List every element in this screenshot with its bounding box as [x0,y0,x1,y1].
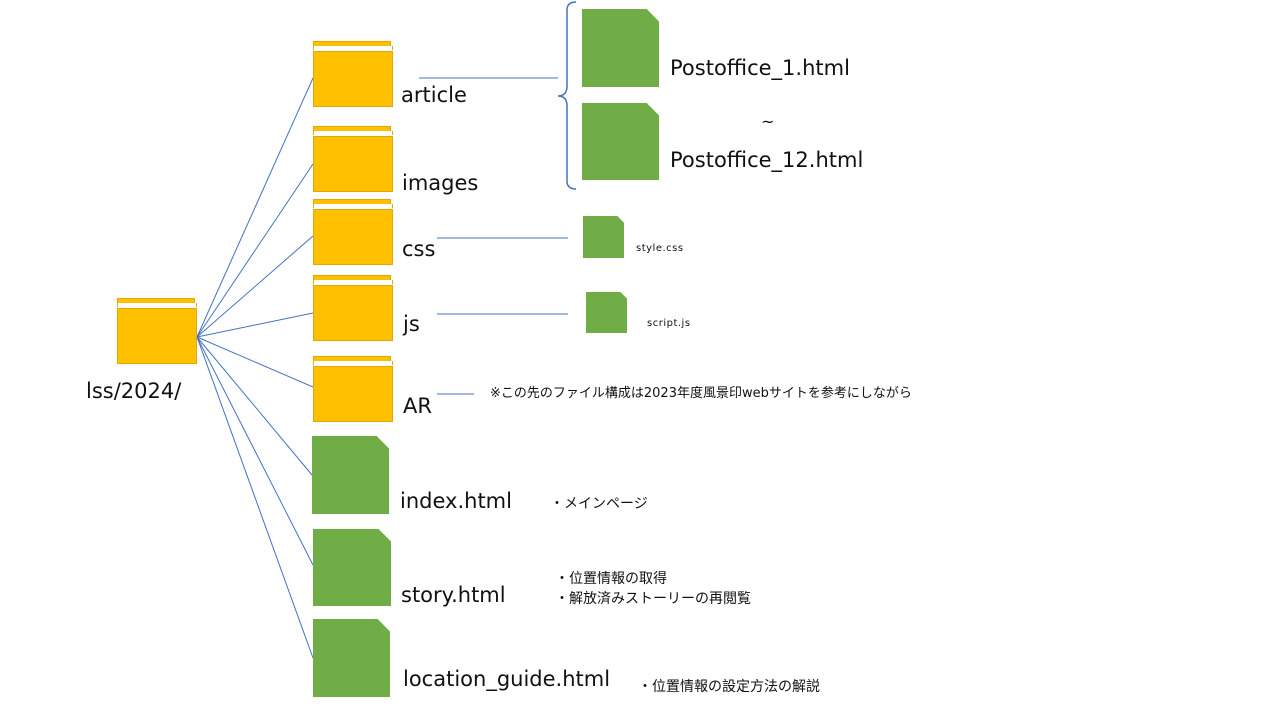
story-file-label: story.html [401,583,506,607]
connector-root-location-guide [196,336,314,659]
ar-folder-label: AR [403,394,432,418]
story-note-line-1: ・位置情報の取得 [555,571,667,587]
root-folder-label: lss/2024/ [86,379,182,403]
js-folder-label: js [403,312,420,336]
story-note-line-2: ・解放済みストーリーの再閲覧 [555,591,751,607]
article-files-brace [557,1,577,190]
style-css-file-icon [583,216,624,258]
location-guide-file-icon [313,619,390,697]
connector-root-js [196,312,314,338]
article-folder-icon [313,41,393,107]
connector-lines [196,1,577,659]
postoffice-last-file-label: Postoffice_12.html [670,148,864,172]
connector-root-ar [196,336,314,388]
css-folder-icon [313,199,393,265]
style-css-file-label: style.css [636,243,684,254]
location-guide-note: ・位置情報の設定方法の解説 [638,679,820,695]
images-folder-label: images [402,171,479,195]
js-folder-icon [313,275,393,341]
connector-root-index [196,336,313,476]
postoffice-range-separator: ~ [761,112,775,131]
index-note: ・メインページ [550,496,648,512]
script-js-file-label: script.js [647,318,691,329]
script-js-file-icon [586,292,627,333]
article-folder-label: article [401,83,467,107]
connector-root-story [196,336,314,566]
index-file-icon [312,436,389,514]
story-file-icon [313,529,391,606]
connector-root-article [196,77,314,338]
postoffice-first-file-label: Postoffice_1.html [670,56,850,80]
ar-note: ※この先のファイル構成は2023年度風景印webサイトを参考にしながら [490,386,912,401]
root-folder-icon [117,298,197,364]
connector-root-images [196,163,314,338]
css-folder-label: css [402,237,436,261]
images-folder-icon [313,126,393,192]
postoffice-last-file-icon [582,103,659,180]
location-guide-file-label: location_guide.html [403,667,611,691]
index-file-label: index.html [400,489,512,513]
connector-root-css [196,235,314,338]
ar-folder-icon [313,356,393,422]
postoffice-first-file-icon [582,9,659,87]
